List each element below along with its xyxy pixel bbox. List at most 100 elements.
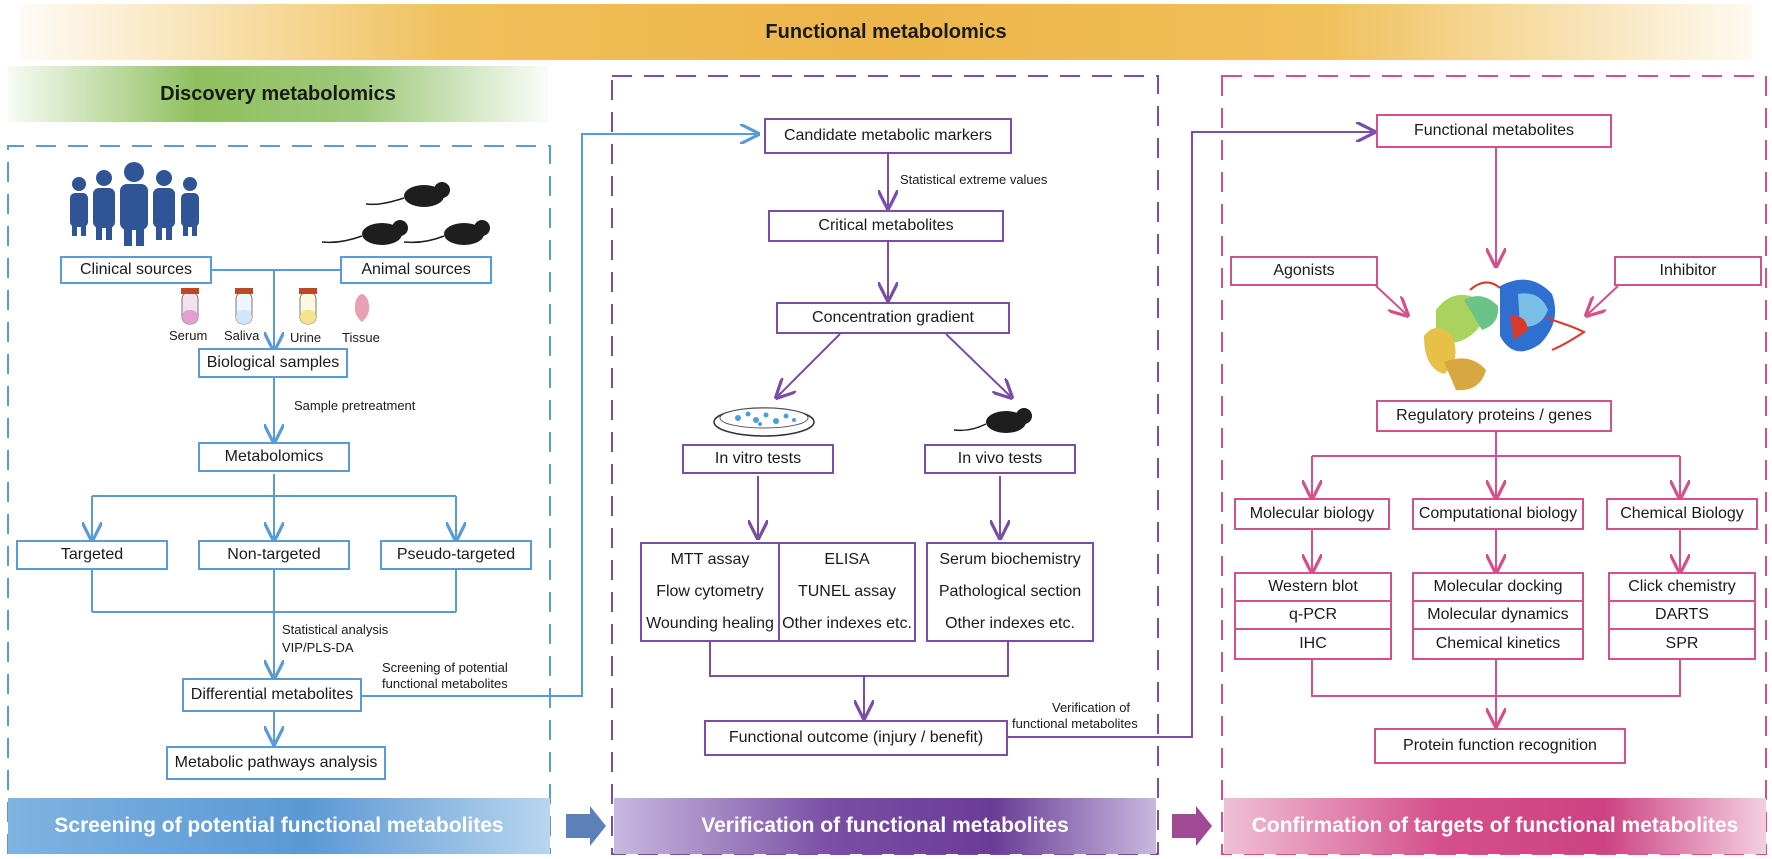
vip-plsda-label: VIP/PLS-DA bbox=[282, 640, 354, 655]
in-vivo-box: In vivo tests bbox=[924, 444, 1076, 474]
discovery-banner: Discovery metabolomics bbox=[8, 66, 548, 122]
chemical-biology-methods: Click chemistry DARTS SPR bbox=[1608, 572, 1756, 660]
verification-banner-label: Verification of functional metabolites bbox=[701, 814, 1069, 837]
discovery-title: Discovery metabolomics bbox=[160, 82, 396, 105]
vitro-item: Flow cytometry bbox=[656, 583, 764, 600]
candidate-markers-box: Candidate metabolic markers bbox=[764, 118, 1012, 154]
agonists-label: Agonists bbox=[1273, 262, 1335, 279]
protein-function-box: Protein function recognition bbox=[1374, 728, 1626, 764]
arrow-icon bbox=[1172, 806, 1212, 846]
functional-outcome-box: Functional outcome (injury / benefit) bbox=[704, 720, 1008, 756]
animal-sources-box: Animal sources bbox=[340, 256, 492, 284]
method-item: Chemical kinetics bbox=[1435, 635, 1561, 652]
sample-pretreatment-label: Sample pretreatment bbox=[294, 398, 416, 413]
vitro-item: MTT assay bbox=[670, 551, 750, 568]
metabolic-pathways-box: Metabolic pathways analysis bbox=[166, 746, 386, 780]
biological-samples-label: Biological samples bbox=[206, 354, 340, 371]
method-item: Molecular dynamics bbox=[1414, 602, 1582, 630]
confirmation-banner-label: Confirmation of targets of functional me… bbox=[1251, 814, 1739, 837]
screening-potential-label-2: functional metabolites bbox=[382, 676, 508, 691]
arrow-icon bbox=[566, 806, 606, 846]
divider bbox=[778, 544, 780, 640]
non-targeted-box: Non-targeted bbox=[198, 540, 350, 570]
sample-label-urine: Urine bbox=[290, 330, 322, 345]
protein-structure-icon bbox=[1424, 279, 1586, 391]
method-item: SPR bbox=[1665, 635, 1699, 652]
computational-biology-label: Computational biology bbox=[1418, 505, 1578, 522]
method-item: IHC bbox=[1299, 635, 1327, 652]
computational-biology-box: Computational biology bbox=[1412, 498, 1584, 530]
petri-dish-icon bbox=[713, 407, 815, 437]
clinical-sources-label: Clinical sources bbox=[79, 261, 193, 278]
method-item: Click chemistry bbox=[1610, 574, 1754, 602]
sample-tubes-icon bbox=[181, 288, 370, 325]
molecular-biology-box: Molecular biology bbox=[1234, 498, 1390, 530]
in-vitro-table: MTT assay Flow cytometry Wounding healin… bbox=[640, 542, 916, 642]
verification-label-1: Verification of bbox=[1052, 700, 1131, 715]
animal-sources-label: Animal sources bbox=[361, 261, 471, 278]
targeted-box: Targeted bbox=[16, 540, 168, 570]
clinical-sources-box: Clinical sources bbox=[60, 256, 212, 284]
vivo-item: Pathological section bbox=[938, 583, 1082, 600]
critical-metabolites-label: Critical metabolites bbox=[818, 217, 954, 234]
targeted-label: Targeted bbox=[60, 546, 124, 563]
vitro-item: ELISA bbox=[824, 551, 870, 568]
protein-function-label: Protein function recognition bbox=[1403, 737, 1597, 754]
pseudo-targeted-box: Pseudo-targeted bbox=[380, 540, 532, 570]
chemical-biology-label: Chemical Biology bbox=[1620, 505, 1744, 522]
vitro-item: Other indexes etc. bbox=[782, 615, 912, 632]
verification-banner: Verification of functional metabolites bbox=[614, 798, 1156, 854]
screening-banner: Screening of potential functional metabo… bbox=[8, 798, 550, 854]
title-banner: Functional metabolomics bbox=[20, 4, 1752, 60]
non-targeted-label: Non-targeted bbox=[227, 546, 321, 563]
inhibitor-label: Inhibitor bbox=[1659, 262, 1717, 279]
biological-samples-box: Biological samples bbox=[198, 348, 348, 378]
molecular-biology-methods: Western blot q-PCR IHC bbox=[1234, 572, 1392, 660]
concentration-gradient-label: Concentration gradient bbox=[812, 309, 974, 326]
in-vivo-table: Serum biochemistry Pathological section … bbox=[926, 542, 1094, 642]
confirmation-banner: Confirmation of targets of functional me… bbox=[1224, 798, 1766, 854]
pseudo-targeted-label: Pseudo-targeted bbox=[396, 546, 516, 563]
method-item: q-PCR bbox=[1236, 602, 1390, 630]
statistical-analysis-label: Statistical analysis bbox=[282, 622, 389, 637]
concentration-gradient-box: Concentration gradient bbox=[776, 302, 1010, 334]
functional-metabolites-box: Functional metabolites bbox=[1376, 114, 1612, 148]
critical-metabolites-box: Critical metabolites bbox=[768, 210, 1004, 242]
screening-potential-label-1: Screening of potential bbox=[382, 660, 508, 675]
agonists-box: Agonists bbox=[1230, 256, 1378, 286]
in-vitro-label: In vitro tests bbox=[714, 450, 802, 467]
differential-metabolites-box: Differential metabolites bbox=[182, 678, 362, 712]
verification-panel bbox=[611, 75, 1159, 855]
functional-metabolites-label: Functional metabolites bbox=[1413, 122, 1575, 139]
metabolomics-label: Metabolomics bbox=[224, 448, 324, 465]
statistical-extreme-label: Statistical extreme values bbox=[900, 172, 1048, 187]
verification-label-2: functional metabolites bbox=[1012, 716, 1138, 731]
in-vivo-label: In vivo tests bbox=[957, 450, 1043, 467]
functional-outcome-label: Functional outcome (injury / benefit) bbox=[728, 729, 984, 746]
regulatory-proteins-box: Regulatory proteins / genes bbox=[1376, 400, 1612, 432]
vivo-item: Serum biochemistry bbox=[939, 551, 1081, 568]
method-item: Western blot bbox=[1236, 574, 1390, 602]
mouse-icon bbox=[321, 182, 1032, 433]
regulatory-proteins-label: Regulatory proteins / genes bbox=[1396, 407, 1592, 424]
method-item: DARTS bbox=[1610, 602, 1754, 630]
vitro-item: Wounding healing bbox=[646, 615, 774, 632]
chemical-biology-box: Chemical Biology bbox=[1606, 498, 1758, 530]
page-title: Functional metabolomics bbox=[765, 20, 1007, 43]
screening-banner-label: Screening of potential functional metabo… bbox=[54, 814, 504, 837]
method-item: Molecular docking bbox=[1414, 574, 1582, 602]
sample-label-saliva: Saliva bbox=[224, 328, 260, 343]
candidate-markers-label: Candidate metabolic markers bbox=[783, 127, 993, 144]
differential-metabolites-label: Differential metabolites bbox=[190, 686, 354, 703]
inhibitor-box: Inhibitor bbox=[1614, 256, 1762, 286]
vitro-item: TUNEL assay bbox=[797, 583, 897, 600]
metabolomics-box: Metabolomics bbox=[198, 442, 350, 472]
sample-label-serum: Serum bbox=[169, 328, 208, 343]
screening-panel bbox=[7, 145, 551, 854]
molecular-biology-label: Molecular biology bbox=[1249, 505, 1375, 522]
confirmation-panel bbox=[1221, 75, 1767, 855]
people-icon bbox=[70, 162, 199, 246]
in-vitro-box: In vitro tests bbox=[682, 444, 834, 474]
metabolic-pathways-label: Metabolic pathways analysis bbox=[174, 754, 378, 771]
